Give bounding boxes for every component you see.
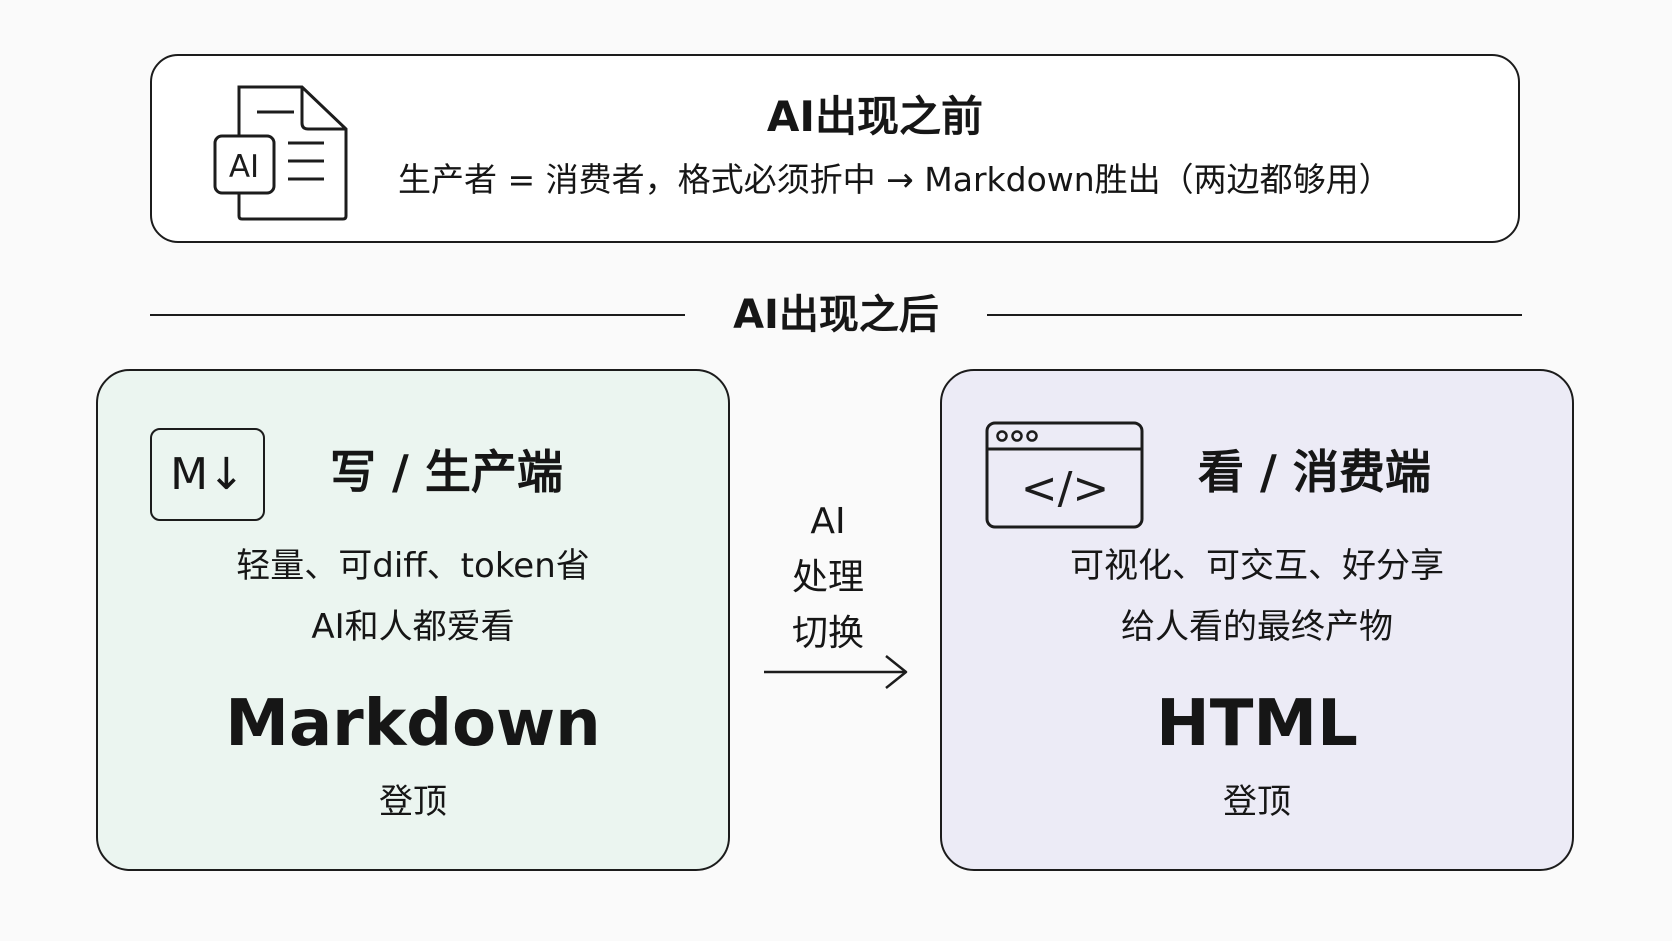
markdown-feature-2: AI和人都爱看: [311, 607, 515, 647]
markdown-icon: [150, 428, 265, 521]
after-ai-label: AI出现之后: [733, 292, 939, 338]
divider-line-right: [987, 314, 1522, 316]
before-ai-description: 生产者 = 消费者，格式必须折中 → Markdown胜出（两边都够用）: [398, 160, 1392, 199]
ai-icon-label: AI: [229, 149, 259, 185]
browser-icon-label: </>: [1021, 463, 1110, 514]
markdown-icon-label: M↓: [170, 448, 245, 500]
html-name: HTML: [1156, 687, 1358, 761]
html-feature-1: 可视化、可交互、好分享: [1070, 546, 1444, 586]
browser-code-icon: </>: [985, 421, 1144, 529]
arrow-right-icon: [764, 655, 908, 689]
markdown-name: Markdown: [225, 687, 601, 761]
before-ai-box: [150, 54, 1520, 243]
markdown-feature-1: 轻量、可diff、token省: [236, 546, 590, 586]
producer-side-title: 写 / 生产端: [330, 445, 563, 499]
transition-line-2: 处理: [791, 557, 864, 598]
transition-line-3: 切换: [791, 613, 864, 654]
html-feature-2: 给人看的最终产物: [1121, 607, 1393, 647]
before-ai-title: AI出现之前: [766, 92, 984, 141]
consumer-side-title: 看 / 消费端: [1198, 445, 1431, 499]
transition-line-1: AI: [810, 501, 846, 542]
markdown-footer: 登顶: [379, 782, 447, 822]
divider-line-left: [150, 314, 685, 316]
ai-document-icon: AI: [213, 85, 348, 221]
transition-label: AI 处理 切换: [748, 494, 908, 662]
html-footer: 登顶: [1223, 782, 1291, 822]
